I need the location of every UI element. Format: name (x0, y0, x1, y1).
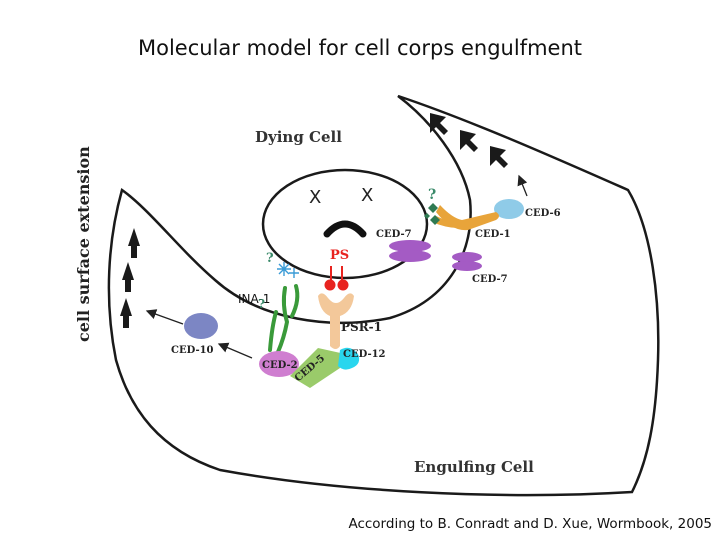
ina1-integrin (268, 284, 300, 354)
engulfing-cell-outline (107, 94, 660, 497)
unknown-ligand-diamonds (424, 203, 440, 225)
citation: According to B. Conradt and D. Xue, Worm… (348, 516, 712, 532)
ced10-protein (184, 313, 218, 339)
ced7-outer (452, 252, 482, 271)
question-mark-stem: ? (258, 297, 265, 311)
ps-ligand (324, 266, 349, 291)
ps-label: PS (330, 248, 349, 263)
ced10-label: CED-10 (171, 345, 214, 356)
ced5-protein (290, 348, 345, 388)
ced7-outer-label: CED-7 (472, 274, 508, 285)
extension-arrows-right (430, 113, 508, 168)
ced7-inner (389, 240, 431, 262)
ced12-protein (338, 347, 360, 370)
engulfing-cell-label: Engulfing Cell (414, 458, 534, 476)
cell-surface-extension-label: cell surface extension (74, 146, 93, 342)
ced7-inner-label: CED-7 (376, 229, 412, 240)
question-mark-ced1: ? (428, 187, 436, 203)
arrow-to-ced6 (517, 174, 528, 197)
ina1-label: INA-1 (238, 292, 270, 306)
ced1-label: CED-1 (475, 229, 511, 240)
arrow-ced2-to-ced10 (217, 342, 253, 359)
unknown-ligand-stars (277, 262, 299, 278)
ced1-receptor (432, 205, 499, 231)
ced2-protein (259, 351, 299, 377)
dying-cell-label: Dying Cell (255, 128, 342, 146)
extension-arrows-left (120, 228, 140, 328)
ced6-label: CED-6 (525, 208, 561, 219)
ced2-label: CED-2 (262, 360, 298, 371)
dying-cell-membrane (261, 168, 429, 280)
question-mark-ina1: ? (266, 251, 274, 266)
x-marker-1: X (309, 187, 321, 208)
psr1-label: PSR-1 (341, 320, 382, 334)
slide-title: Molecular model for cell corps engulfmen… (137, 36, 582, 60)
arrow-to-ced10 (145, 309, 184, 325)
x-marker-2: X (361, 185, 373, 206)
chromatin-arc (323, 220, 367, 238)
psr1-receptor (318, 293, 354, 349)
ced12-label: CED-12 (343, 349, 386, 360)
ced6-protein (494, 199, 524, 219)
